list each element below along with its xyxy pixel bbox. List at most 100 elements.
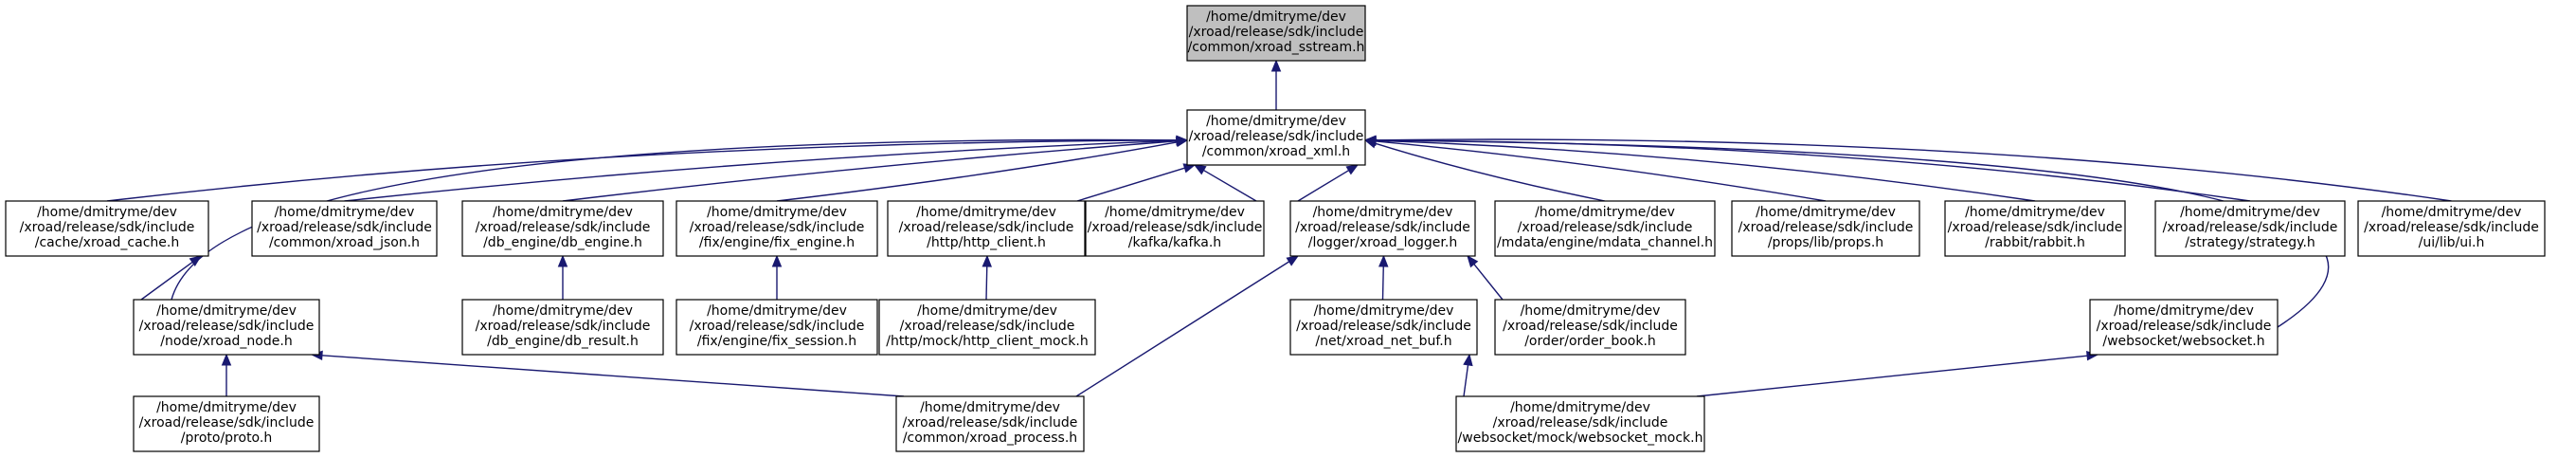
node-mdata[interactable]: /home/dmitryme/dev/xroad/release/sdk/inc… (1494, 200, 1716, 257)
node-box (1944, 200, 2126, 257)
node-fix-engine[interactable]: /home/dmitryme/dev/xroad/release/sdk/inc… (676, 200, 878, 257)
node-label-line: /websocket/mock/websocket_mock.h (1458, 431, 1703, 446)
node-box (1186, 109, 1366, 166)
edge-ws_mock-to-websocket (1696, 350, 2099, 397)
arrowhead (1467, 254, 1479, 268)
node-process[interactable]: /home/dmitryme/dev/xroad/release/sdk/inc… (895, 395, 1085, 452)
edge-line (776, 141, 1178, 202)
node-label-line: /xroad/release/sdk/include (900, 319, 1075, 334)
node-label-line: /http/http_client.h (927, 235, 1046, 250)
node-label-line: /xroad/release/sdk/include (690, 220, 865, 235)
node-cache[interactable]: /home/dmitryme/dev/xroad/release/sdk/inc… (5, 200, 209, 257)
edge-line (106, 139, 1178, 202)
node-box (1289, 299, 1478, 356)
node-proto[interactable]: /home/dmitryme/dev/xroad/release/sdk/inc… (133, 395, 320, 452)
arrowhead (221, 353, 232, 366)
node-label-line: /home/dmitryme/dev (1510, 400, 1650, 415)
node-order-book[interactable]: /home/dmitryme/dev/xroad/release/sdk/inc… (1494, 299, 1686, 356)
node-label-line: /db_engine/db_result.h (487, 334, 639, 349)
node-label-line: /home/dmitryme/dev (493, 303, 633, 319)
node-kafka[interactable]: /home/dmitryme/dev/xroad/release/sdk/inc… (1085, 200, 1265, 257)
arrowhead (1345, 164, 1360, 175)
node-strategy[interactable]: /home/dmitryme/dev/xroad/release/sdk/inc… (2154, 200, 2346, 257)
node-label-line: /home/dmitryme/dev (156, 303, 297, 319)
node-json[interactable]: /home/dmitryme/dev/xroad/release/sdk/inc… (251, 200, 438, 257)
arrowhead (771, 254, 783, 267)
node-box (251, 200, 438, 257)
node-label-line: /common/xroad_json.h (269, 235, 420, 250)
edge-ui-to-xml (1363, 135, 2452, 202)
node-label-line: /xroad/release/sdk/include (20, 220, 195, 235)
edge-node-to-cache (140, 255, 203, 301)
node-db-engine[interactable]: /home/dmitryme/dev/xroad/release/sdk/inc… (461, 200, 664, 257)
edge-fix_engine-to-xml (776, 137, 1189, 202)
node-label-line: /db_engine/db_engine.h (483, 235, 642, 250)
edge-line (1375, 140, 1827, 202)
node-label-line: /xroad/release/sdk/include (2163, 220, 2338, 235)
node-label-line: /ui/lib/ui.h (2419, 235, 2485, 250)
edge-http_mock-to-http_client (982, 254, 992, 301)
node-label-line: /order/order_book.h (1524, 334, 1656, 349)
node-label-line: /xroad/release/sdk/include (476, 220, 651, 235)
node-box (676, 299, 878, 356)
node-box (1289, 200, 1476, 257)
node-label-line: /strategy/strategy.h (2185, 235, 2315, 250)
node-sstream: /home/dmitryme/dev/xroad/release/sdk/inc… (1186, 5, 1366, 62)
node-rabbit[interactable]: /home/dmitryme/dev/xroad/release/sdk/inc… (1944, 200, 2126, 257)
node-label-line: /home/dmitryme/dev (1314, 303, 1454, 319)
edge-line (1076, 167, 1185, 202)
arrowhead (1286, 255, 1300, 266)
node-box (895, 395, 1085, 452)
node-label-line: /xroad/release/sdk/include (2097, 319, 2272, 334)
node-label-line: /node/xroad_node.h (160, 334, 292, 349)
node-fix-session[interactable]: /home/dmitryme/dev/xroad/release/sdk/inc… (676, 299, 878, 356)
node-label-line: /home/dmitryme/dev (1965, 205, 2105, 220)
arrowhead (1176, 135, 1189, 146)
node-db-result[interactable]: /home/dmitryme/dev/xroad/release/sdk/inc… (461, 299, 664, 356)
node-label-line: /home/dmitryme/dev (1756, 205, 1896, 220)
node-label-line: /home/dmitryme/dev (1206, 114, 1346, 129)
node-label-line: /xroad/release/sdk/include (1296, 319, 1471, 334)
node-props[interactable]: /home/dmitryme/dev/xroad/release/sdk/inc… (1731, 200, 1920, 257)
edge-kafka-to-xml (1193, 164, 1257, 202)
node-label-line: /xroad/release/sdk/include (1738, 220, 1914, 235)
edge-line (1075, 261, 1290, 397)
node-ws-mock[interactable]: /home/dmitryme/dev/xroad/release/sdk/inc… (1455, 395, 1705, 452)
edge-line (1381, 266, 1384, 301)
node-label-line: /xroad/release/sdk/include (1088, 220, 1263, 235)
node-logger[interactable]: /home/dmitryme/dev/xroad/release/sdk/inc… (1289, 200, 1476, 257)
node-label-line: /home/dmitryme/dev (275, 205, 415, 220)
edge-line (140, 261, 193, 301)
edge-websocket-to-xml (1363, 135, 2330, 328)
node-box (1186, 5, 1366, 62)
node-label-line: /cache/xroad_cache.h (35, 235, 179, 250)
edge-db_result-to-db_engine (557, 254, 568, 300)
node-xml[interactable]: /home/dmitryme/dev/xroad/release/sdk/inc… (1186, 109, 1366, 166)
edge-net_buf-to-logger (1378, 254, 1389, 301)
node-websocket[interactable]: /home/dmitryme/dev/xroad/release/sdk/inc… (2089, 299, 2279, 356)
arrowhead (189, 255, 203, 267)
node-label-line: /common/xroad_xml.h (1202, 144, 1350, 159)
node-box (461, 299, 664, 356)
node-http-client[interactable]: /home/dmitryme/dev/xroad/release/sdk/inc… (887, 200, 1086, 257)
edge-fix_session-to-fix_engine (771, 254, 783, 300)
node-label-line: /http/mock/http_client_mock.h (886, 334, 1088, 349)
node-label-line: /home/dmitryme/dev (37, 205, 177, 220)
node-ui[interactable]: /home/dmitryme/dev/xroad/release/sdk/inc… (2357, 200, 2546, 257)
node-box (887, 200, 1086, 257)
edge-line (1375, 139, 2251, 202)
node-label-line: /xroad/release/sdk/include (1189, 129, 1364, 144)
node-label-line: /fix/engine/fix_engine.h (699, 235, 855, 250)
node-label-line: /common/xroad_process.h (903, 431, 1077, 446)
node-label-line: /home/dmitryme/dev (1535, 205, 1675, 220)
node-label-line: /home/dmitryme/dev (156, 400, 297, 415)
node-box (878, 299, 1096, 356)
node-net-buf[interactable]: /home/dmitryme/dev/xroad/release/sdk/inc… (1289, 299, 1478, 356)
node-label-line: /home/dmitryme/dev (916, 205, 1056, 220)
node-http-mock[interactable]: /home/dmitryme/dev/xroad/release/sdk/inc… (878, 299, 1096, 356)
arrowhead (1378, 254, 1389, 267)
node-node[interactable]: /home/dmitryme/dev/xroad/release/sdk/inc… (133, 299, 320, 356)
node-label-line: /xroad/release/sdk/include (139, 415, 315, 431)
node-label-line: /websocket/websocket.h (2102, 334, 2264, 349)
edge-line (1375, 138, 2452, 202)
